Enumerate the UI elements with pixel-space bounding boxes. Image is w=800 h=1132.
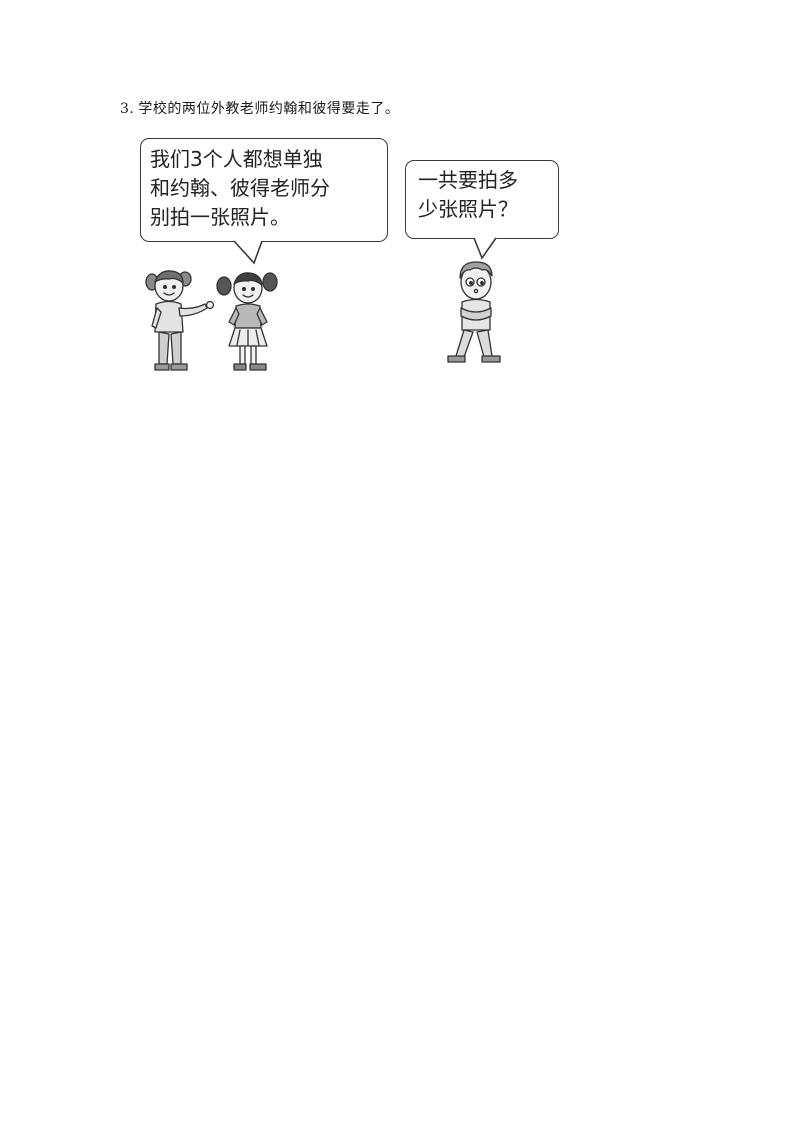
bubble-line: 少张照片？ — [418, 197, 518, 221]
problem-statement: 3.学校的两位外教老师约翰和彼得要走了。 — [120, 98, 399, 118]
bubble-line: 别拍一张照片。 — [150, 205, 290, 229]
girl-pointing-illustration — [145, 270, 215, 371]
problem-number: 3. — [120, 101, 135, 117]
bubble-line: 我们3个人都想单独 — [150, 147, 323, 171]
boy-thinking-illustration — [447, 261, 501, 363]
speech-tail-icon — [233, 240, 263, 265]
speech-bubble-boy: 一共要拍多 少张照片？ — [405, 160, 559, 239]
bubble-line: 一共要拍多 — [418, 168, 518, 192]
speech-tail-icon — [473, 237, 497, 260]
problem-text: 学校的两位外教老师约翰和彼得要走了。 — [138, 101, 400, 117]
bubble-line: 和约翰、彼得老师分 — [150, 176, 330, 200]
girl-standing-illustration — [216, 272, 278, 371]
speech-bubble-girls: 我们3个人都想单独 和约翰、彼得老师分 别拍一张照片。 — [140, 138, 388, 242]
